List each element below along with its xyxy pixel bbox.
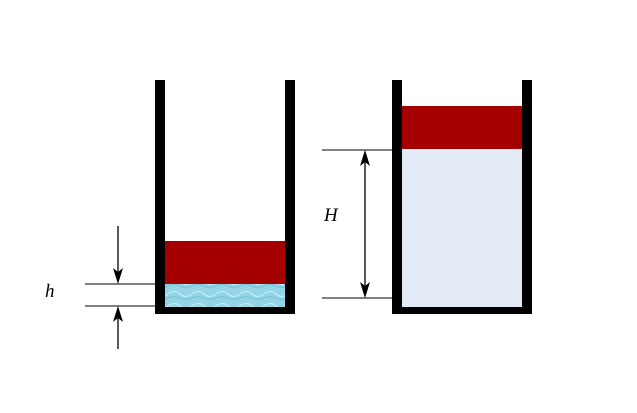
left-cylinder-right-wall [285, 80, 295, 314]
left-gas [165, 284, 285, 308]
arrow-icon [360, 150, 370, 166]
left-cylinder [155, 80, 295, 314]
right-cylinder [392, 80, 532, 314]
dimension-H: H [322, 149, 392, 299]
left-piston [165, 241, 285, 284]
right-cylinder-bottom [392, 307, 532, 314]
right-gas [402, 149, 522, 307]
label-h: h [45, 281, 55, 302]
left-cylinder-left-wall [155, 80, 165, 314]
arrow-icon [360, 282, 370, 298]
arrow-icon [113, 306, 123, 322]
right-cylinder-left-wall [392, 80, 402, 314]
arrow-icon [113, 268, 123, 284]
dimension-h: h [45, 226, 155, 349]
left-cylinder-bottom [155, 307, 295, 314]
label-H: H [323, 205, 339, 226]
right-piston [402, 106, 522, 149]
right-cylinder-right-wall [522, 80, 532, 314]
